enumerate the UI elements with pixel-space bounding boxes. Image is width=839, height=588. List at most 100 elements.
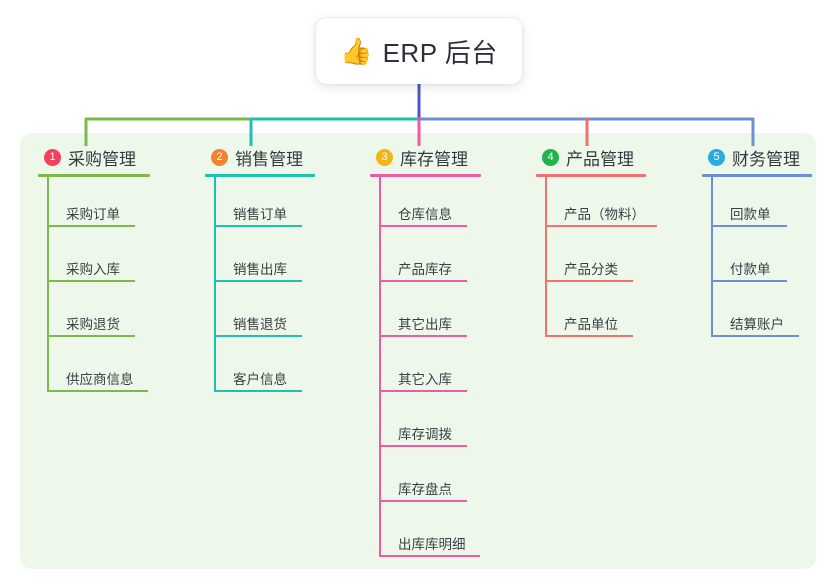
branch-column-3: 3 库存管理仓库信息产品库存其它出库其它入库库存调拨库存盘点出库库明细	[370, 145, 481, 562]
branch-item-label: 产品分类	[564, 262, 618, 277]
branch-title: 产品管理	[566, 149, 634, 169]
branch-item-underline	[214, 390, 302, 392]
branch-item-label: 供应商信息	[66, 372, 134, 387]
branch-item[interactable]: 客户信息	[205, 342, 315, 397]
branch-item-label: 仓库信息	[398, 207, 452, 222]
branch-item-label: 付款单	[730, 262, 771, 277]
branch-item-underline	[379, 335, 467, 337]
branch-header-3[interactable]: 3 库存管理	[370, 145, 481, 169]
branch-spine	[545, 177, 547, 337]
branch-item-label: 采购入库	[66, 262, 120, 277]
diagram-background-panel	[20, 133, 816, 569]
branch-item-label: 结算账户	[730, 317, 784, 332]
branch-item[interactable]: 销售退货	[205, 287, 315, 342]
branch-underline	[536, 174, 646, 177]
branch-item-label: 出库库明细	[398, 537, 466, 552]
branch-item-label: 客户信息	[233, 372, 287, 387]
branch-column-4: 4 产品管理产品（物料） 产品分类产品单位	[536, 145, 657, 342]
branch-item[interactable]: 库存调拨	[370, 397, 481, 452]
branch-item-underline	[214, 225, 302, 227]
branch-item-label: 销售退货	[233, 317, 287, 332]
branch-item[interactable]: 采购退货	[38, 287, 150, 342]
branch-item[interactable]: 产品单位	[536, 287, 646, 342]
branch-spine	[379, 177, 381, 557]
branch-item[interactable]: 产品（物料）	[536, 177, 657, 232]
branch-item-underline	[379, 225, 467, 227]
branch-header-2[interactable]: 2 销售管理	[205, 145, 315, 169]
branch-header-1[interactable]: 1 采购管理	[38, 145, 150, 169]
branch-item-underline	[379, 390, 467, 392]
branch-spine	[47, 177, 49, 392]
branch-item-underline	[711, 335, 799, 337]
branch-spine	[711, 177, 713, 337]
branch-item-label: 销售出库	[233, 262, 287, 277]
branch-item-label: 销售订单	[233, 207, 287, 222]
branch-header-4[interactable]: 4 产品管理	[536, 145, 646, 169]
branch-item-underline	[47, 335, 135, 337]
branch-item-underline	[379, 445, 467, 447]
branch-item-underline	[545, 280, 633, 282]
branch-item-label: 产品库存	[398, 262, 452, 277]
branch-item[interactable]: 供应商信息	[38, 342, 150, 397]
branch-item-label: 产品单位	[564, 317, 618, 332]
branch-item-label: 其它入库	[398, 372, 452, 387]
branch-item-underline	[214, 335, 302, 337]
branch-underline	[370, 174, 481, 177]
branch-item[interactable]: 采购入库	[38, 232, 150, 287]
branch-item[interactable]: 销售出库	[205, 232, 315, 287]
branch-title: 采购管理	[68, 149, 136, 169]
branch-item[interactable]: 结算账户	[702, 287, 812, 342]
branch-index-badge: 5	[708, 148, 725, 166]
branch-item[interactable]: 采购订单	[38, 177, 150, 232]
branch-item[interactable]: 库存盘点	[370, 452, 481, 507]
branch-item-underline	[711, 225, 787, 227]
branch-title: 库存管理	[400, 149, 468, 169]
branch-item-label: 产品（物料）	[564, 207, 645, 222]
branch-item[interactable]: 其它入库	[370, 342, 481, 397]
branch-index-badge: 3	[376, 148, 393, 166]
branch-items-1: 采购订单采购入库采购退货供应商信息	[38, 177, 150, 397]
branch-item[interactable]: 仓库信息	[370, 177, 481, 232]
branch-title: 销售管理	[235, 149, 303, 169]
branch-item-underline	[47, 390, 148, 392]
root-node-content: 👍 ERP 后台	[340, 33, 498, 70]
branch-column-1: 1 采购管理采购订单采购入库采购退货供应商信息	[38, 145, 150, 397]
branch-item[interactable]: 出库库明细	[370, 507, 481, 562]
branch-items-3: 仓库信息产品库存其它出库其它入库库存调拨库存盘点出库库明细	[370, 177, 481, 562]
branch-item[interactable]: 其它出库	[370, 287, 481, 342]
branch-item-underline	[545, 335, 633, 337]
branch-item-label: 库存调拨	[398, 427, 452, 442]
branch-index-badge: 1	[44, 148, 61, 166]
root-node-card[interactable]: 👍 ERP 后台	[316, 18, 522, 84]
branch-item-underline	[379, 555, 480, 557]
branch-item-label: 回款单	[730, 207, 771, 222]
branch-underline	[702, 174, 812, 177]
branch-item-label: 库存盘点	[398, 482, 452, 497]
branch-item-underline	[379, 280, 467, 282]
branch-items-4: 产品（物料） 产品分类产品单位	[536, 177, 657, 342]
branch-column-2: 2 销售管理销售订单销售出库销售退货客户信息	[205, 145, 315, 397]
branch-item[interactable]: 回款单	[702, 177, 812, 232]
branch-underline	[205, 174, 315, 177]
branch-index-badge: 4	[542, 148, 559, 166]
branch-underline	[38, 174, 150, 177]
branch-item-underline	[711, 280, 787, 282]
branch-spine	[214, 177, 216, 392]
branch-item[interactable]: 产品分类	[536, 232, 646, 287]
branch-header-5[interactable]: 5 财务管理	[702, 145, 812, 169]
branch-index-badge: 2	[211, 148, 228, 166]
branch-item-label: 采购退货	[66, 317, 120, 332]
root-node-title: ERP 后台	[382, 37, 498, 68]
branch-item-underline	[379, 500, 467, 502]
branch-item-underline	[47, 280, 135, 282]
branch-items-5: 回款单付款单结算账户	[702, 177, 812, 342]
branch-item-label: 其它出库	[398, 317, 452, 332]
branch-item[interactable]: 产品库存	[370, 232, 481, 287]
branch-title: 财务管理	[732, 149, 800, 169]
branch-item[interactable]: 付款单	[702, 232, 812, 287]
branch-item-label: 采购订单	[66, 207, 120, 222]
branch-item[interactable]: 销售订单	[205, 177, 315, 232]
branch-item-underline	[545, 225, 657, 227]
branch-column-5: 5 财务管理回款单付款单结算账户	[702, 145, 812, 342]
